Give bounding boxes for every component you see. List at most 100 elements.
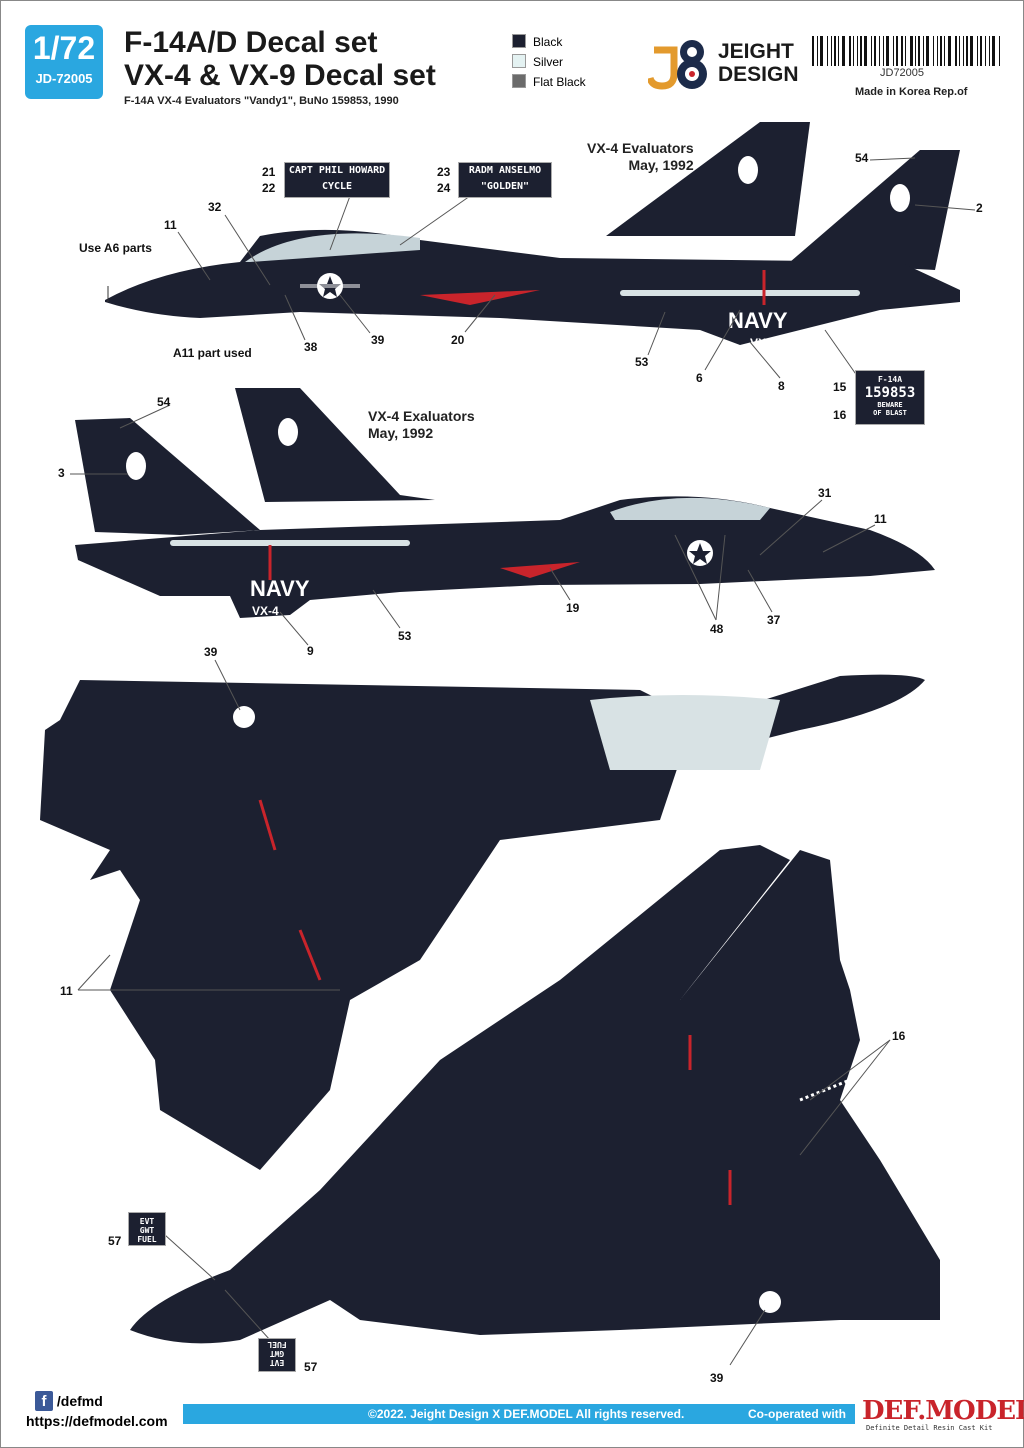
barcode-bar (874, 36, 876, 66)
callout-number: 3 (58, 466, 65, 480)
callout-number: 11 (60, 984, 73, 998)
barcode-bar (834, 36, 836, 66)
brand-line-1: JEIGHT (718, 40, 794, 63)
decal-line: FUEL (267, 1340, 287, 1349)
product-code: JD-72005 (35, 71, 93, 86)
callout-number: 15 (833, 380, 847, 394)
barcode-bar (879, 36, 880, 66)
callout-number: 32 (208, 200, 222, 214)
callout-number: 11 (164, 218, 177, 232)
callout-number: 24 (437, 181, 451, 195)
barcode-bar (860, 36, 862, 66)
callout-number: 54 (157, 395, 171, 409)
barcode-bar (817, 36, 818, 66)
callout-number: 2 (976, 201, 983, 215)
facebook-handle: /defmd (56, 1393, 103, 1409)
callout-number: 20 (451, 333, 465, 347)
scale-text: 1/72 (32, 30, 96, 66)
barcode-bar (926, 36, 929, 66)
profile-right-side: NAVY VX-4 (75, 388, 935, 618)
barcode (812, 36, 1000, 66)
decal-line: F-14A (877, 375, 903, 384)
barcode-bar (977, 36, 978, 66)
swatch-flat-black (512, 74, 526, 88)
copyright-text: ©2022. Jeight Design X DEF.MODEL All rig… (368, 1407, 685, 1421)
barcode-bar (820, 36, 823, 66)
facebook-link[interactable]: f /defmd (35, 1391, 103, 1411)
facebook-icon: f (35, 1391, 53, 1411)
legend-item-flat-black: Flat Black (512, 72, 586, 92)
subtitle: F-14A VX-4 Evaluators "Vandy1", BuNo 159… (124, 95, 399, 107)
barcode-bar (992, 36, 995, 66)
caption-line: VX-4 Evaluators (587, 140, 694, 156)
callout-number: 16 (833, 408, 847, 422)
legend-item-silver: Silver (512, 52, 586, 72)
decal-line: BEWARE (877, 401, 903, 409)
barcode-bar (857, 36, 858, 66)
callout-number: 9 (307, 644, 314, 658)
barcode-bar (999, 36, 1000, 66)
callout-number: 11 (874, 512, 887, 526)
legend-item-black: Black (512, 32, 586, 52)
barcode-bar (901, 36, 903, 66)
navy-marking: NAVY (728, 308, 788, 333)
barcode-bar (963, 36, 964, 66)
callout-number: 22 (262, 181, 276, 195)
defmodel-logo: DEF.MODEL (862, 1396, 1024, 1426)
callout-number: 39 (371, 333, 385, 347)
barcode-bar (915, 36, 916, 66)
legend-label: Flat Black (533, 75, 586, 89)
barcode-bar (989, 36, 990, 66)
callout-note: Use A6 parts (79, 241, 152, 255)
decal-line: CAPT PHIL HOWARD (288, 165, 386, 176)
barcode-bar (970, 36, 973, 66)
title-line-2: VX-4 & VX-9 Decal set (124, 59, 436, 92)
leader-lines (70, 157, 976, 1366)
cooperated-text: Co-operated with (748, 1407, 846, 1421)
barcode-bar (985, 36, 986, 66)
callout-number: 16 (892, 1029, 906, 1043)
legend-label: Black (533, 35, 563, 49)
footer-bar: ©2022. Jeight Design X DEF.MODEL All rig… (183, 1404, 855, 1424)
callout-number: 6 (696, 371, 703, 385)
callout-number: 37 (767, 613, 781, 627)
decal-line: RADM ANSELMO (468, 165, 542, 176)
barcode-text: JD72005 (880, 67, 925, 79)
barcode-bar (849, 36, 851, 66)
canopy (245, 233, 420, 262)
callout-number: 8 (778, 379, 785, 393)
decal-line: GWT (139, 1226, 155, 1235)
callout-number: 39 (204, 645, 218, 659)
caption-top-profile: VX-4 Evaluators May, 1992 (587, 140, 694, 174)
defmodel-tagline: Definite Detail Resin Cast Kit (866, 1424, 993, 1432)
fuselage (105, 229, 960, 345)
callout-number: 53 (635, 355, 649, 369)
decal-line: "GOLDEN" (480, 181, 530, 192)
barcode-bar (838, 36, 839, 66)
callout-number: 31 (818, 486, 832, 500)
barcode-bar (918, 36, 920, 66)
made-in: Made in Korea Rep.of (855, 86, 968, 98)
barcode-bar (955, 36, 957, 66)
planform-top-view (40, 674, 925, 1170)
caption-line: VX-4 Exaluators (368, 408, 475, 424)
barcode-bar (896, 36, 898, 66)
navy-marking: NAVY (250, 576, 310, 601)
barcode-bar (831, 36, 832, 66)
caption-line: May, 1992 (628, 157, 694, 173)
barcode-bar (893, 36, 894, 66)
decal-line: GWT (269, 1349, 285, 1358)
page-title: F-14A/D Decal set VX-4 & VX-9 Decal set (124, 26, 436, 92)
callout-number: 38 (304, 340, 318, 354)
scale-badge: 1/72 JD-72005 (25, 25, 103, 99)
decal-line: FUEL (137, 1235, 157, 1244)
barcode-bar (940, 36, 942, 66)
callout-number: 57 (304, 1360, 318, 1374)
barcode-bar (853, 36, 854, 66)
website-link[interactable]: https://defmodel.com (26, 1413, 168, 1429)
barcode-bar (864, 36, 867, 66)
barcode-bar (842, 36, 845, 66)
barcode-bar (959, 36, 960, 66)
